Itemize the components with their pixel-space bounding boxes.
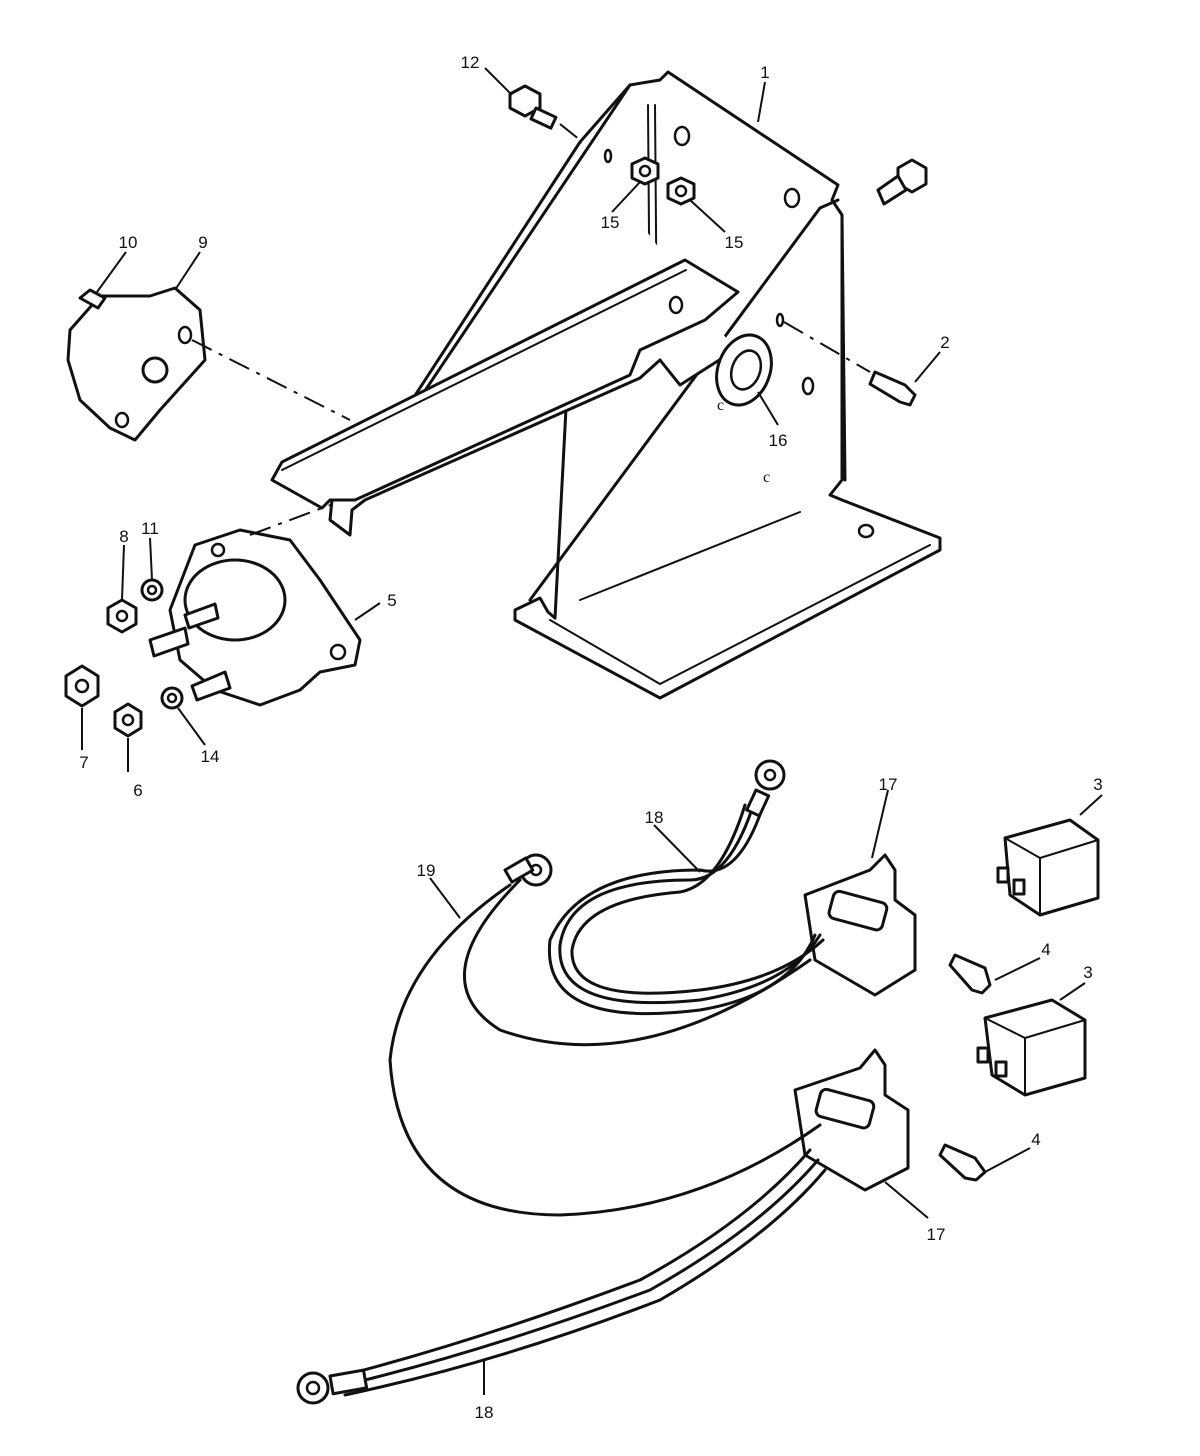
callout-18-bottom: 18 xyxy=(475,1403,494,1422)
switch-9 xyxy=(66,286,351,442)
callout-4-top: 4 xyxy=(1041,940,1050,959)
nut-15-left xyxy=(630,156,660,186)
callout-15-right: 15 xyxy=(725,233,744,252)
socket-17-top xyxy=(803,853,917,997)
screw-2 xyxy=(783,321,917,407)
wire-harness xyxy=(296,759,827,1405)
leader-lines xyxy=(81,67,1103,1395)
callout-14: 14 xyxy=(201,747,220,766)
callout-15-left: 15 xyxy=(601,213,620,232)
callout-17-bottom: 17 xyxy=(927,1225,946,1244)
callout-3-top: 3 xyxy=(1093,775,1102,794)
grommet: c c xyxy=(715,333,773,486)
solenoid-5 xyxy=(148,504,362,707)
callout-16: 16 xyxy=(769,431,788,450)
callout-6: 6 xyxy=(133,781,142,800)
bolt-right xyxy=(876,158,928,206)
screw-4-bottom xyxy=(938,1143,987,1182)
svg-text:c: c xyxy=(763,469,770,486)
callout-12: 12 xyxy=(461,53,480,72)
nut-7 xyxy=(64,664,100,708)
callout-17-top: 17 xyxy=(879,775,898,794)
relay-3-bottom xyxy=(976,998,1087,1097)
washer-11 xyxy=(140,578,164,602)
callout-9: 9 xyxy=(198,233,207,252)
svg-text:c: c xyxy=(717,397,724,414)
callout-3-bottom: 3 xyxy=(1083,963,1092,982)
callout-7: 7 xyxy=(79,753,88,772)
callout-5: 5 xyxy=(387,591,396,610)
callout-labels: 1 2 3 3 4 4 5 6 7 8 9 10 11 12 14 15 15 … xyxy=(79,53,1102,1422)
callout-8: 8 xyxy=(119,527,128,546)
callout-10: 10 xyxy=(119,233,138,252)
bolt-12 xyxy=(508,84,581,141)
nut-8 xyxy=(106,598,138,634)
relay-3-top xyxy=(996,818,1100,917)
callout-4-bottom: 4 xyxy=(1031,1130,1040,1149)
screw-4-top xyxy=(948,953,992,995)
callout-18-top: 18 xyxy=(645,808,664,827)
nut-15-right xyxy=(666,176,696,206)
callout-2: 2 xyxy=(940,333,949,352)
callout-11: 11 xyxy=(141,519,159,538)
callout-19: 19 xyxy=(417,861,436,880)
mounting-bracket: c c xyxy=(270,70,942,700)
washer-14 xyxy=(160,686,184,710)
socket-17-bottom xyxy=(793,1048,910,1192)
callout-1: 1 xyxy=(760,63,769,82)
nut-6 xyxy=(113,702,143,738)
